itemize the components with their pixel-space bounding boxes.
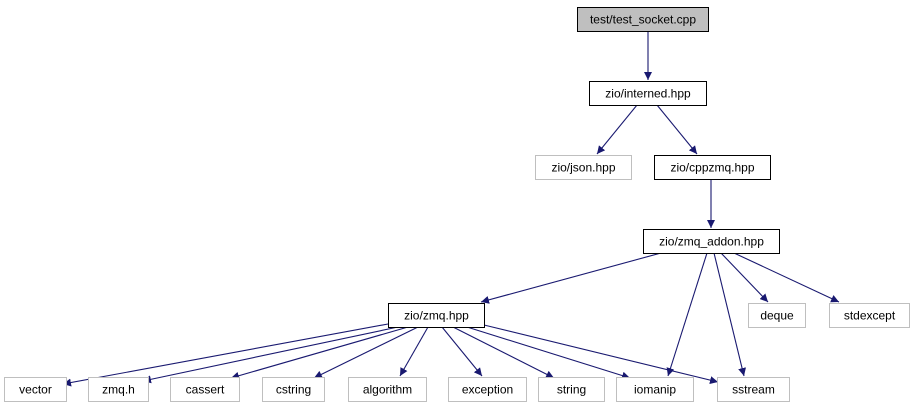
node-box (538, 377, 605, 402)
edge-zmq_addon-to-zmq_hpp (480, 252, 662, 304)
edge-zmq_hpp-to-vector (62, 323, 389, 387)
node-root[interactable]: test/test_socket.cpp (577, 7, 709, 32)
edge-zmq_hpp-to-algorithm (399, 326, 429, 377)
node-box (88, 377, 149, 402)
node-label: zio/zmq.hpp (404, 309, 469, 323)
node-box (262, 377, 325, 402)
node-iomanip: iomanip (616, 377, 694, 402)
node-label: zmq.h (102, 383, 135, 397)
node-box (348, 377, 427, 402)
node-label: deque (760, 309, 794, 323)
node-algorithm: algorithm (348, 377, 427, 402)
node-sstream: sstream (717, 377, 790, 402)
nodes-layer: test/test_socket.cpp zio/interned.hpp zio/… (4, 7, 910, 402)
node-label: zio/json.hpp (551, 161, 615, 175)
node-box (577, 7, 709, 32)
node-box (643, 229, 780, 254)
edge-zmq_addon-to-stdexcept (733, 252, 840, 303)
node-zmq-hpp[interactable]: zio/zmq.hpp (388, 303, 485, 328)
node-box (717, 377, 790, 402)
node-label: vector (19, 383, 52, 397)
node-label: sstream (732, 383, 775, 397)
node-box (535, 155, 632, 180)
node-box (448, 377, 527, 402)
node-label: exception (462, 383, 513, 397)
node-label: zio/zmq_addon.hpp (659, 235, 764, 249)
node-deque: deque (748, 303, 806, 328)
node-exception: exception (448, 377, 527, 402)
edge-zmq_hpp-to-cassert (230, 326, 409, 380)
node-zmq-h: zmq.h (88, 377, 149, 402)
node-box (4, 377, 67, 402)
edge-zmq_hpp-to-zmq_h (142, 326, 399, 384)
node-label: cassert (186, 383, 225, 397)
node-label: iomanip (634, 383, 676, 397)
edges-layer (62, 31, 840, 387)
edge-interned-to-json (596, 104, 638, 155)
node-json: zio/json.hpp (535, 155, 632, 180)
node-box (829, 303, 910, 328)
node-box (589, 81, 707, 106)
edge-zmq_addon-to-iomanip (666, 252, 708, 377)
node-box (616, 377, 694, 402)
node-label: zio/cppzmq.hpp (670, 161, 754, 175)
edge-zmq_addon-to-deque (720, 252, 769, 303)
node-label: cstring (276, 383, 311, 397)
node-box (654, 155, 771, 180)
node-cassert: cassert (170, 377, 240, 402)
node-box (748, 303, 806, 328)
edge-zmq_hpp-to-iomanip (466, 326, 631, 380)
node-cstring: cstring (262, 377, 325, 402)
edge-zmq_hpp-to-exception (441, 326, 483, 377)
edge-interned-to-cppzmq (656, 104, 698, 155)
edge-zmq_hpp-to-cstring (313, 326, 419, 379)
node-label: stdexcept (844, 309, 896, 323)
node-string: string (538, 377, 605, 402)
node-vector: vector (4, 377, 67, 402)
node-label: string (557, 383, 586, 397)
edge-zmq_addon-to-sstream (713, 252, 746, 377)
node-label: zio/interned.hpp (605, 87, 691, 101)
node-stdexcept: stdexcept (829, 303, 910, 328)
node-box (388, 303, 485, 328)
node-zmq-addon[interactable]: zio/zmq_addon.hpp (643, 229, 780, 254)
node-label: algorithm (363, 383, 412, 397)
node-interned[interactable]: zio/interned.hpp (589, 81, 707, 106)
node-label: test/test_socket.cpp (590, 13, 696, 27)
edge-zmq_hpp-to-string (452, 326, 555, 379)
node-cppzmq[interactable]: zio/cppzmq.hpp (654, 155, 771, 180)
edge-zmq_hpp-to-sstream (483, 324, 719, 384)
node-box (170, 377, 240, 402)
